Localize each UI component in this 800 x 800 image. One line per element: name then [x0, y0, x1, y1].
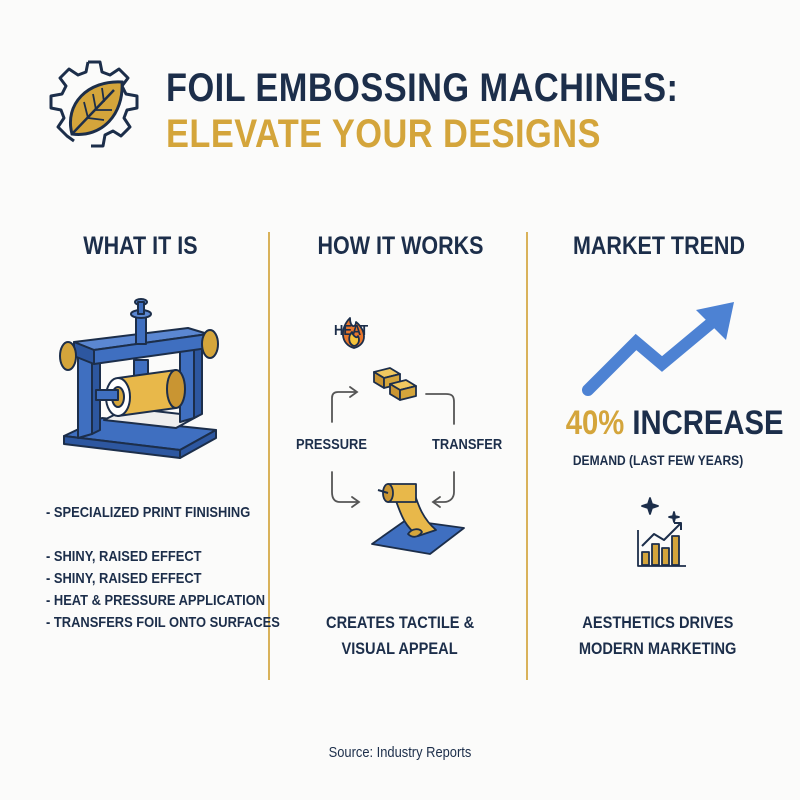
heading-what-it-is: WHAT IT IS: [82, 232, 198, 260]
market-driver: AESTHETICS DRIVES MODERN MARKETING: [579, 613, 737, 658]
column-divider-left: [268, 232, 270, 680]
foil-roll-icon: [371, 483, 465, 555]
how-it-works-result: CREATES TACTILE & VISUAL APPEAL: [325, 613, 475, 658]
gear-leaf-icon: [49, 60, 139, 148]
label-pressure: PRESSURE: [296, 436, 367, 453]
list-item: - SHINY, RAISED EFFECT: [46, 548, 202, 565]
list-item: - SPECIALIZED PRINT FINISHING: [46, 504, 251, 521]
process-cycle-diagram: [331, 317, 465, 555]
list-item: - HEAT & PRESSURE APPLICATION: [46, 592, 266, 609]
source-note: Source: Industry Reports: [328, 744, 472, 761]
label-transfer: TRANSFER: [432, 436, 503, 453]
list-item: - SHINY, RAISED EFFECT: [46, 570, 202, 587]
list-item: - TRANSFERS FOIL ONTO SURFACES: [46, 614, 280, 631]
embossing-press-icon: [59, 298, 219, 459]
title-line-2: ELEVATE YOUR DESIGNS: [166, 112, 601, 156]
heading-market-trend: MARKET TREND: [573, 232, 745, 260]
flame-icon: [342, 317, 365, 349]
sparkle-bar-chart-icon: [637, 497, 686, 567]
market-stat: 40% INCREASE: [548, 404, 784, 443]
what-it-is-list: - SPECIALIZED PRINT FINISHING - SHINY, R…: [46, 502, 318, 634]
column-divider-right: [526, 232, 528, 680]
trend-arrow-up-icon: [582, 302, 734, 396]
title-line-1: FOIL EMBOSSING MACHINES:: [166, 66, 679, 110]
stat-label: INCREASE: [632, 404, 784, 442]
heading-how-it-works: HOW IT WORKS: [317, 232, 485, 260]
label-heat: HEAT: [334, 322, 369, 339]
stat-subtitle: DEMAND (LAST FEW YEARS): [572, 452, 744, 468]
stat-value: 40%: [565, 404, 625, 442]
foil-blocks-icon: [373, 367, 417, 401]
